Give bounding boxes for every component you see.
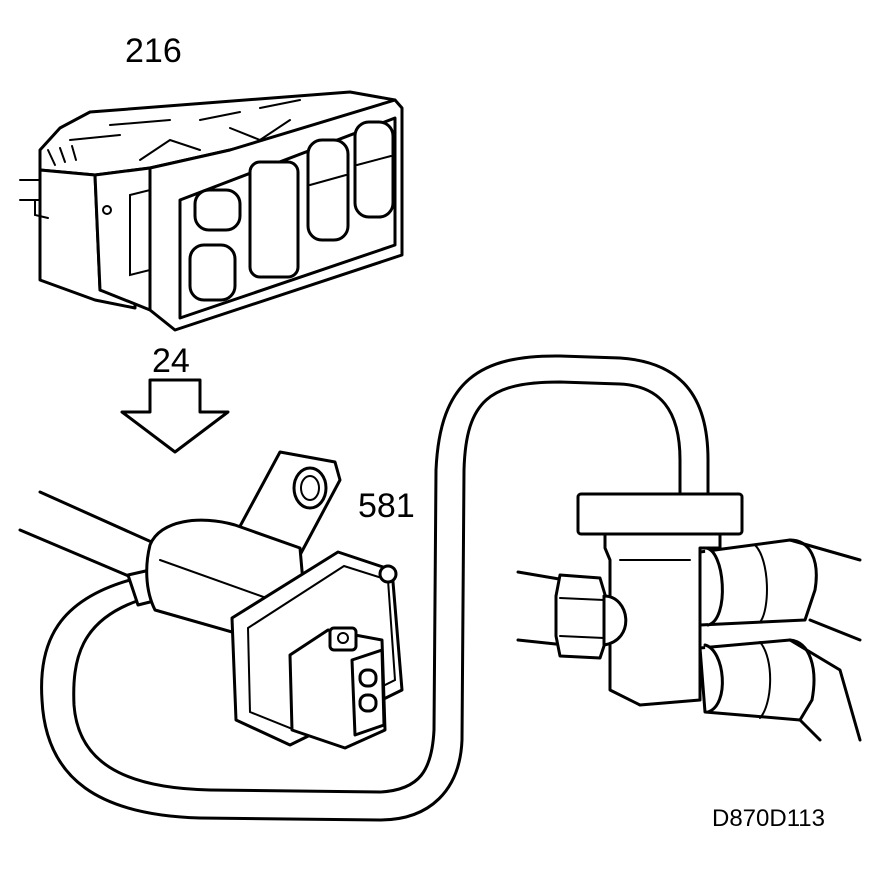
control-unit-216 [19,90,404,332]
solenoid-valve [516,492,862,742]
figure-reference: D870D113 [712,805,825,832]
label-216: 216 [125,32,182,70]
arrow-down-icon [120,378,230,454]
valve-connector-581 [145,450,404,750]
label-581: 581 [358,487,415,525]
label-24: 24 [152,342,190,380]
